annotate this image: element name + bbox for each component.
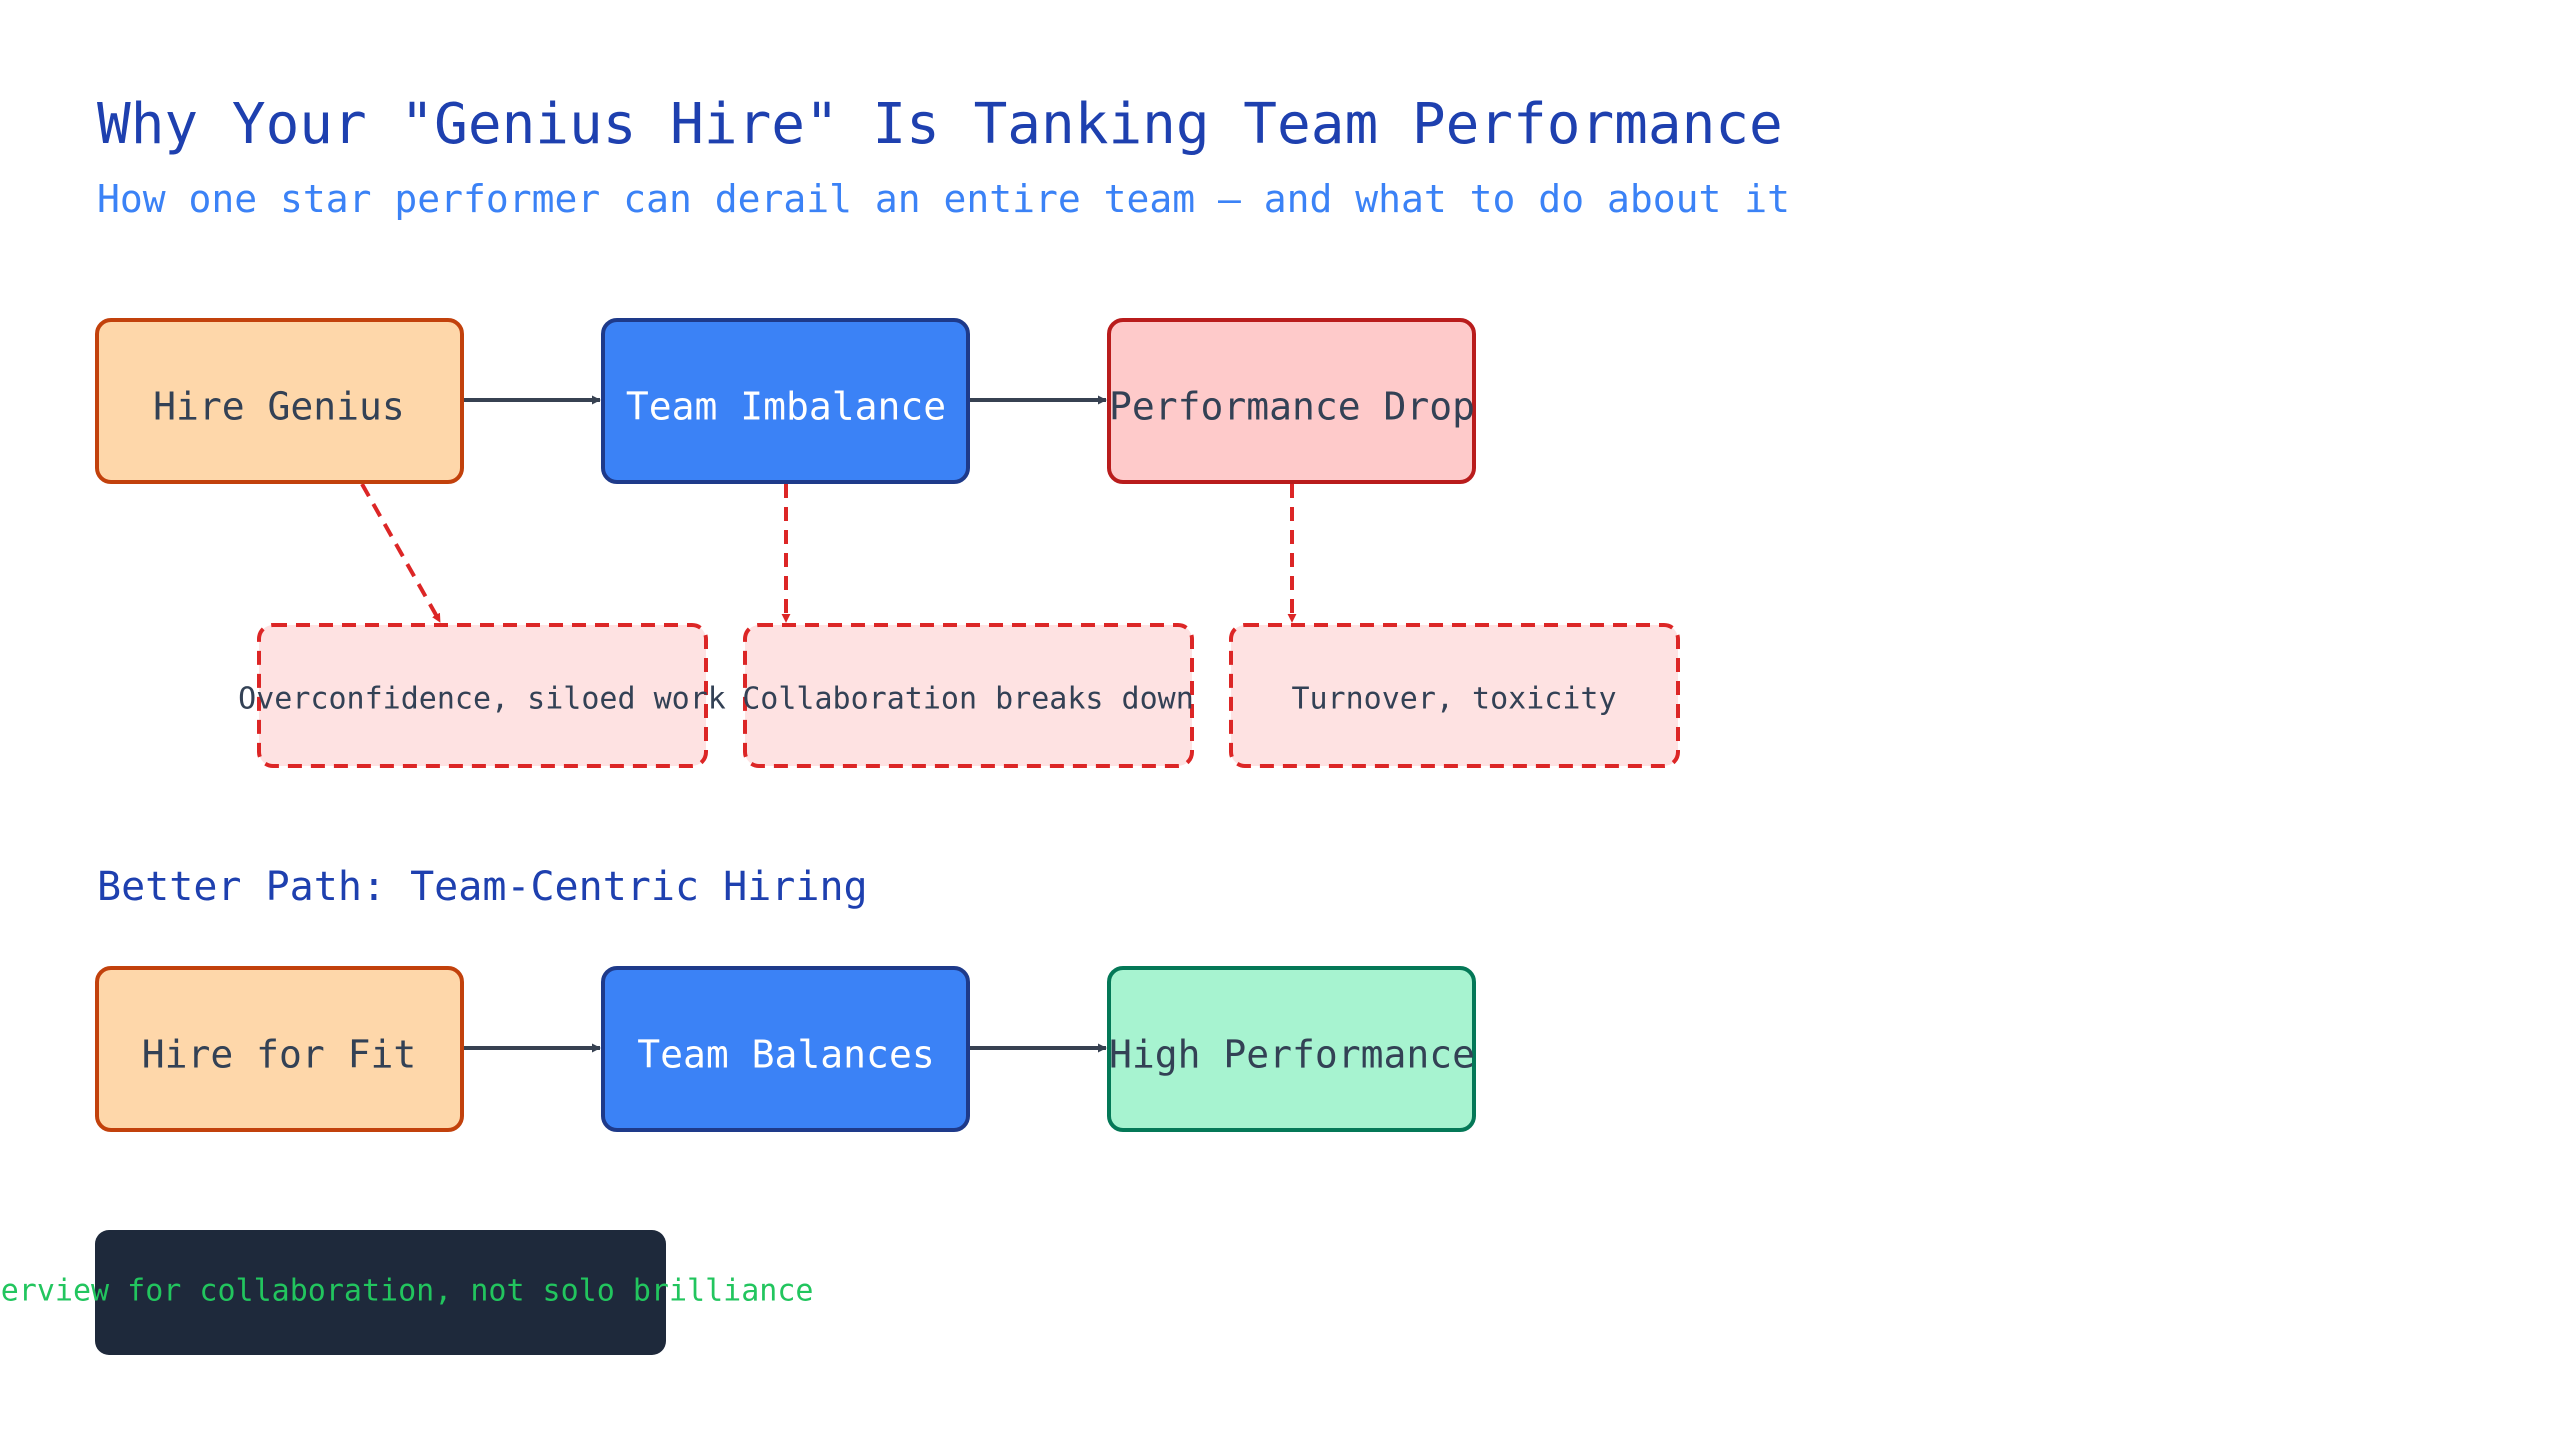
effect-collaboration: Collaboration breaks down [742, 623, 1194, 768]
effect-turnover-label: Turnover, toxicity [1291, 682, 1616, 717]
diagram-title: Why Your "Genius Hire" Is Tanking Team P… [97, 92, 1783, 157]
tip-box: Interview for collaboration, not solo br… [0, 1230, 813, 1355]
node-high-performance-label: High Performance [1109, 1033, 1475, 1077]
diagram-subtitle: How one star performer can derail an ent… [97, 177, 1790, 221]
node-performance-drop-label: Performance Drop [1109, 385, 1475, 429]
node-hire-genius: Hire Genius [95, 318, 464, 484]
effect-turnover: Turnover, toxicity [1229, 623, 1680, 768]
node-team-imbalance: Team Imbalance [601, 318, 970, 484]
node-hire-for-fit-label: Hire for Fit [142, 1033, 417, 1077]
node-team-balances: Team Balances [601, 966, 970, 1132]
section-better-path-title: Better Path: Team-Centric Hiring [97, 864, 868, 910]
effect-overconfidence-label: Overconfidence, siloed work [238, 682, 726, 717]
tip-label: Interview for collaboration, not solo br… [0, 1274, 813, 1309]
effect-collaboration-label: Collaboration breaks down [742, 682, 1194, 717]
node-team-imbalance-label: Team Imbalance [626, 385, 946, 429]
arrow-hire-genius-to-effect-1 [360, 483, 442, 623]
effect-overconfidence: Overconfidence, siloed work [238, 623, 726, 768]
node-hire-for-fit: Hire for Fit [95, 966, 464, 1132]
node-team-balances-label: Team Balances [637, 1033, 934, 1077]
node-hire-genius-label: Hire Genius [153, 385, 405, 429]
node-high-performance: High Performance [1107, 966, 1476, 1132]
node-performance-drop: Performance Drop [1107, 318, 1476, 484]
